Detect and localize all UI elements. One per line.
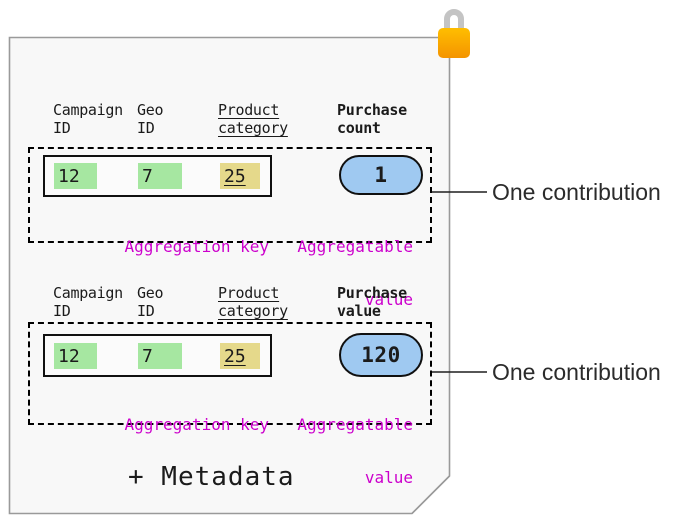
aggregatable-value-pill-2: 120 [339,333,423,377]
label-line: Aggregatable [297,415,413,434]
header-line: ID [53,119,71,137]
contribution-box-1 [28,147,432,243]
header-line: category [218,302,288,320]
header-line: Geo [137,284,164,302]
header-line: value [337,302,381,320]
product-category-cell: 25 [220,163,260,189]
product-category-header: Product category [218,101,288,137]
geo-id-header: Geo ID [137,101,164,137]
product-category-cell: 25 [220,343,260,369]
header-line: Purchase [337,284,407,302]
cell-value: 7 [142,345,153,367]
metadata-label: + Metadata [128,462,295,492]
aggregation-key-box-1: 12 7 25 [43,155,272,197]
geo-id-header: Geo ID [137,284,164,320]
pill-value: 1 [374,163,388,187]
lock-icon [438,9,470,58]
cell-value: 12 [58,165,80,187]
aggregation-key-label: Aggregation key [43,381,270,469]
header-line: Purchase [337,101,407,119]
header-line: Geo [137,101,164,119]
label-line: Aggregatable [297,237,413,256]
cell-value: 25 [224,345,246,367]
label-text: Aggregation key [124,415,270,434]
header-line: category [218,119,288,137]
lock-body [438,28,470,58]
folded-corner [411,475,450,514]
geo-id-cell: 7 [138,343,182,369]
pill-value: 120 [361,343,401,367]
label-line: value [364,289,413,309]
campaign-id-header: Campaign ID [53,101,123,137]
header-line: Campaign [53,101,123,119]
aggregatable-value-label: Aggregatable value [290,203,413,343]
lock-shackle [444,9,464,31]
aggregatable-value-pill-1: 1 [339,155,423,195]
geo-id-cell: 7 [138,163,182,189]
label-text: Aggregation key [124,237,270,256]
one-contribution-label-2: One contribution [492,359,661,385]
aggregation-key-label: Aggregation key [43,203,270,291]
product-category-header: Product category [218,284,288,320]
contribution-box-2 [28,322,432,425]
header-line: ID [137,302,155,320]
purchase-count-header: Purchase count [337,101,407,137]
cell-value: 7 [142,165,153,187]
cell-value: 12 [58,345,80,367]
purchase-value-header: Purchase value [337,284,407,320]
header-line: ID [137,119,155,137]
header-line: ID [53,302,71,320]
campaign-id-cell: 12 [54,343,97,369]
one-contribution-label-1: One contribution [492,179,661,205]
header-line: Product [218,101,280,119]
campaign-id-header: Campaign ID [53,284,123,320]
label-line: value [364,467,413,487]
header-line: Campaign [53,284,123,302]
campaign-id-cell: 12 [54,163,97,189]
cell-value: 25 [224,165,246,187]
aggregatable-value-label: Aggregatable value [290,381,413,521]
header-line: Product [218,284,280,302]
aggregation-key-box-2: 12 7 25 [43,334,272,377]
header-line: count [337,119,381,137]
